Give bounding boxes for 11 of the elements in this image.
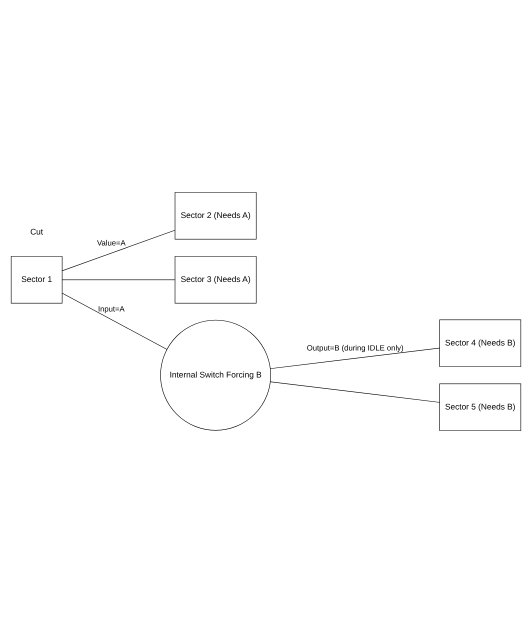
node-box: Sector 5 (Needs B) xyxy=(439,384,522,431)
label: Cut xyxy=(30,226,44,237)
node-box: Sector 2 (Needs A) xyxy=(174,192,257,240)
connector xyxy=(62,230,176,272)
node-box: Sector 3 (Needs A) xyxy=(174,256,257,304)
connector xyxy=(62,292,168,350)
node-box: Sector 1 xyxy=(10,256,62,304)
connector xyxy=(270,348,440,369)
node-circle: Internal Switch Forcing B xyxy=(160,320,271,431)
node-box: Sector 4 (Needs B) xyxy=(439,320,522,367)
connector xyxy=(270,382,440,403)
